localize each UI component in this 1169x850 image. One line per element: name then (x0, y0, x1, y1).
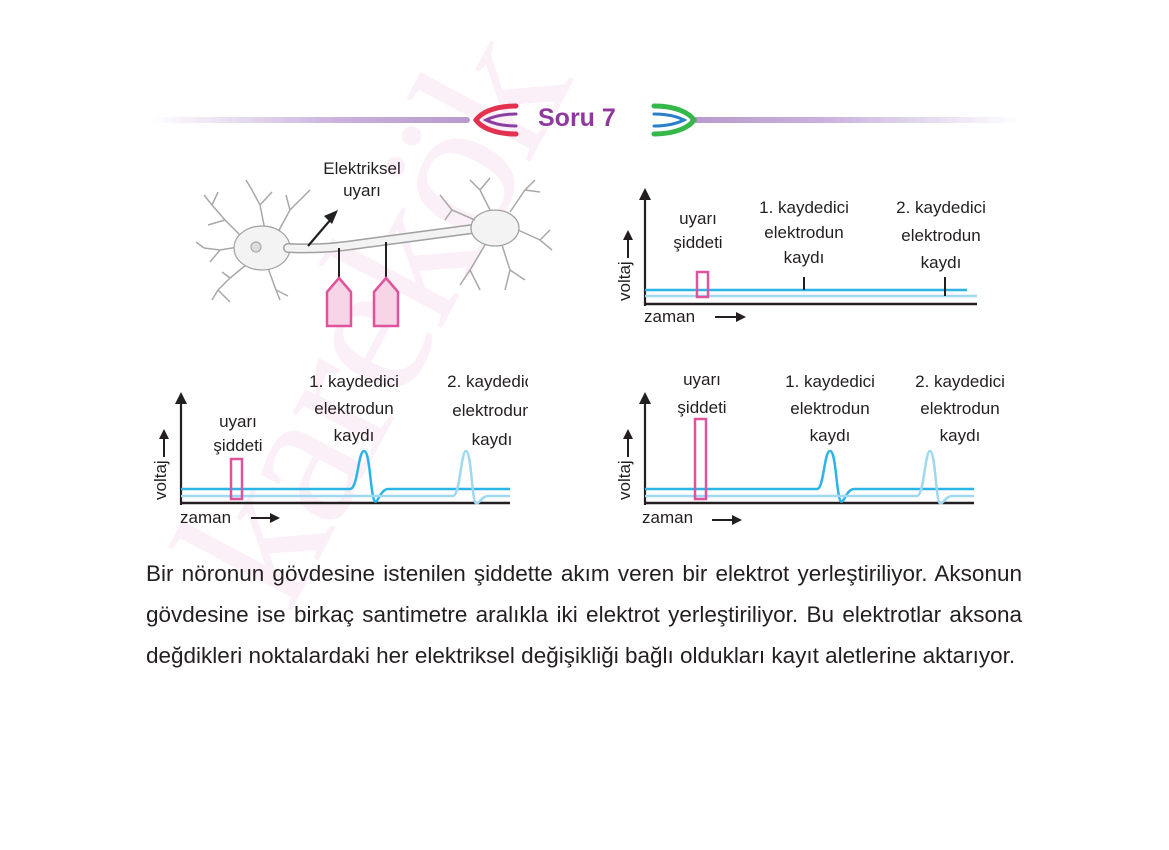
rec2-label-2: elektrodun (452, 401, 528, 420)
rec1-label-3: kaydı (784, 248, 825, 267)
rec1-label-1: 1. kaydedici (309, 372, 399, 391)
electrode-1-icon (325, 248, 353, 328)
stimulus-label-2: şiddeti (213, 436, 262, 455)
dendrites-left (195, 179, 311, 303)
trace-recording-2 (645, 449, 974, 505)
stimulus-label-1: uyarı (683, 370, 721, 389)
trace-recording-2 (181, 449, 510, 505)
stimulus-bar (229, 457, 244, 501)
y-label-arrow-icon (159, 429, 169, 439)
rec2-label-2: elektrodun (920, 399, 999, 418)
graph-bottom-right: voltaj zaman uyarı şiddeti 1. kaydedici … (615, 370, 1005, 527)
question-paragraph: Bir nöronun gövdesine istenilen şiddette… (146, 561, 1022, 668)
stimulus-arrowhead-icon (324, 210, 338, 224)
x-label-arrow-icon (732, 515, 742, 525)
rec2-label-3: kaydı (940, 426, 981, 445)
soma-left (233, 225, 291, 271)
header-line-right (690, 117, 1020, 123)
rec2-label-1: 2. kaydedici (447, 372, 528, 391)
header-line-left (150, 117, 470, 123)
neuron-stimulus-label-1: Elektriksel (323, 159, 400, 178)
right-bracket-icon (651, 103, 698, 137)
x-axis-label: zaman (642, 508, 693, 527)
rec2-label-1: 2. kaydedici (896, 198, 986, 217)
x-axis-label: zaman (180, 508, 231, 527)
rec2-label-3: kaydı (921, 253, 962, 272)
stimulus-label-1: uyarı (219, 412, 257, 431)
y-axis-label: voltaj (615, 460, 634, 500)
rec1-label-1: 1. kaydedici (759, 198, 849, 217)
rec1-label-2: elektrodun (764, 223, 843, 242)
neuron-diagram: Elektriksel uyarı (195, 159, 553, 328)
x-axis-label: zaman (644, 307, 695, 326)
stimulus-bar (695, 270, 710, 299)
stimulus-label-1: uyarı (679, 209, 717, 228)
rec2-label-1: 2. kaydedici (915, 372, 1005, 391)
x-label-arrow-icon (270, 513, 280, 523)
rec1-label-2: elektrodun (790, 399, 869, 418)
rec2-label-3: kaydı (472, 430, 513, 449)
stimulus-label-2: şiddeti (673, 233, 722, 252)
rec2-label-2: elektrodun (901, 226, 980, 245)
y-axis-arrow-icon (639, 188, 651, 200)
page-title: Soru 7 (538, 104, 616, 132)
y-axis-label: voltaj (151, 460, 170, 500)
neuron-illustration (195, 177, 553, 303)
stimulus-bar (693, 417, 708, 501)
stimulus-label-2: şiddeti (677, 398, 726, 417)
y-axis-arrow-icon (639, 392, 651, 404)
graph-top-right: voltaj zaman uyarı şiddeti 1. kaydedici … (615, 188, 986, 326)
x-label-arrow-icon (736, 312, 746, 322)
electrode-2-icon (372, 242, 400, 328)
y-axis-arrow-icon (175, 392, 187, 404)
neuron-stimulus-label-2: uyarı (343, 181, 381, 200)
rec1-label-1: 1. kaydedici (785, 372, 875, 391)
rec1-label-3: kaydı (334, 426, 375, 445)
stimulus-arrow-line (307, 217, 333, 247)
graph-bottom-left: voltaj zaman uyarı şiddeti 1. kaydedici … (151, 372, 528, 527)
y-axis-label: voltaj (615, 261, 634, 301)
dendrites-right (439, 177, 553, 291)
rec1-label-2: elektrodun (314, 399, 393, 418)
left-bracket-icon (472, 103, 519, 137)
y-label-arrow-icon (623, 429, 633, 439)
rec1-label-3: kaydı (810, 426, 851, 445)
y-label-arrow-icon (623, 230, 633, 240)
